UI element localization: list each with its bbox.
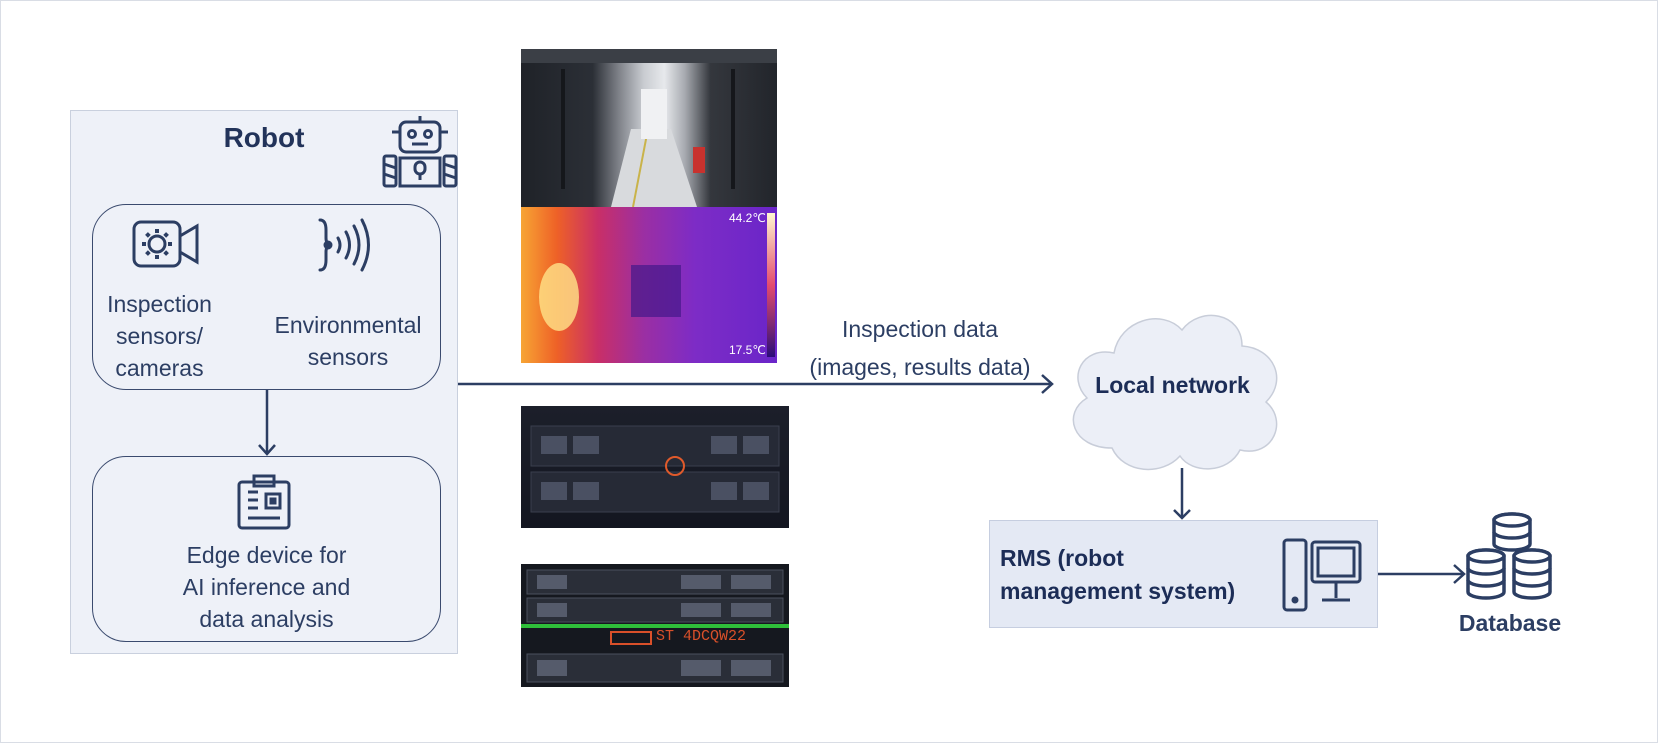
edge-device-label: Edge device for AI inference and data an… xyxy=(182,542,351,632)
arrow-network-to-rms xyxy=(1173,468,1191,520)
server-tag-text: ST 4DCQW22 xyxy=(656,628,747,645)
arrow-robot-to-network xyxy=(458,374,1054,394)
camera-gear-icon xyxy=(132,220,199,268)
sensors-group xyxy=(92,204,441,390)
inspection-sensors-label: Inspection sensors/ cameras xyxy=(107,291,212,381)
arrow-sensors-to-edge xyxy=(258,390,276,456)
datacenter-aisle-photo xyxy=(521,49,777,207)
robot-title: Robot xyxy=(223,122,305,153)
arrow-rms-to-database xyxy=(1378,564,1466,584)
computer-icon xyxy=(1282,538,1362,612)
thermal-image-photo: 44.2℃ 17.5℃ xyxy=(521,207,777,363)
database-icon xyxy=(1466,512,1552,600)
robot-panel xyxy=(70,110,458,654)
circuit-board-icon xyxy=(237,474,291,530)
robot-icon xyxy=(382,116,458,188)
environmental-sensors-label: Environmental sensors xyxy=(274,312,422,370)
database-label: Database xyxy=(1458,610,1562,636)
server-panel-photo-1 xyxy=(521,406,789,528)
edge-device-group xyxy=(92,456,441,642)
sound-wave-icon xyxy=(318,218,370,272)
thermal-high-reading: 44.2℃ xyxy=(729,211,766,225)
rms-label: RMS (robot management system) xyxy=(1000,545,1236,604)
inspection-data-label: Inspection data (images, results data) xyxy=(809,316,1031,380)
thermal-low-reading: 17.5℃ xyxy=(729,343,766,357)
cloud-icon xyxy=(1072,314,1278,471)
local-network-label: Local network xyxy=(1095,372,1250,398)
server-panel-photo-2: ST 4DCQW22 xyxy=(521,564,789,687)
